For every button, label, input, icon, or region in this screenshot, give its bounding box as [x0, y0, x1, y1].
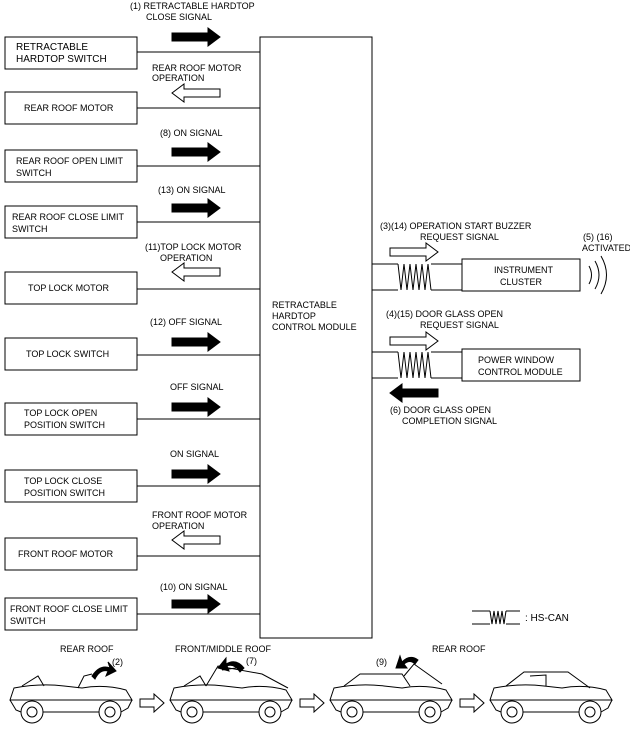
sequence-label: REAR ROOF — [432, 644, 486, 654]
component-top-lock-motor: TOP LOCK MOTOR — [4, 271, 138, 305]
completion-arrow-from-power-window — [389, 383, 439, 403]
buzzer-sound-icon — [588, 255, 607, 295]
signal-label: (12) OFF SIGNAL — [150, 317, 222, 327]
buzzer-status-label: (5) (16) — [583, 232, 613, 242]
signal-arrow-from-module — [171, 83, 221, 103]
buzzer-status-label: ACTIVATED — [582, 243, 630, 253]
car-illustration-step-4 — [489, 671, 613, 724]
signal-arrow-to-module — [171, 142, 221, 162]
component-label: FRONT ROOF CLOSE LIMIT — [10, 604, 128, 614]
control-module-box — [259, 36, 373, 639]
component-label: REAR ROOF CLOSE LIMIT — [12, 212, 125, 222]
signal-arrow-to-module — [171, 397, 221, 417]
component-top-lock-close-position-switch: TOP LOCK CLOSE POSITION SWITCH — [4, 469, 138, 503]
sequence-label: (2) — [112, 657, 123, 667]
signal-label: REQUEST SIGNAL — [420, 320, 499, 330]
component-label: TOP LOCK SWITCH — [26, 349, 109, 359]
hs-can-link-instrument-cluster — [372, 263, 462, 291]
sequence-next-arrow — [299, 693, 325, 713]
signal-label: (13) ON SIGNAL — [158, 185, 226, 195]
component-label: POSITION SWITCH — [24, 420, 105, 430]
signal-label: (6) DOOR GLASS OPEN — [390, 405, 491, 415]
component-rear-roof-motor: REAR ROOF MOTOR — [4, 91, 138, 125]
roof-motion-arrow — [217, 656, 245, 673]
signal-arrow-to-module — [171, 594, 221, 614]
component-power-window-control-module: POWER WINDOW CONTROL MODULE — [461, 348, 581, 382]
component-label: TOP LOCK OPEN — [24, 408, 97, 418]
component-front-roof-close-limit-switch: FRONT ROOF CLOSE LIMIT SWITCH — [4, 597, 138, 631]
component-label: REAR ROOF OPEN LIMIT — [16, 156, 124, 166]
component-label: SWITCH — [12, 224, 48, 234]
component-label: TOP LOCK CLOSE — [24, 476, 102, 486]
component-label: POSITION SWITCH — [24, 488, 105, 498]
signal-label: (8) ON SIGNAL — [160, 128, 223, 138]
signal-arrow-to-module — [171, 464, 221, 484]
control-module-label-line-2: HARDTOP — [272, 311, 316, 321]
component-rear-roof-open-limit-switch: REAR ROOF OPEN LIMIT SWITCH — [4, 149, 138, 183]
sequence-next-arrow — [459, 693, 485, 713]
signal-arrow-to-module — [171, 332, 221, 352]
signal-label: CLOSE SIGNAL — [146, 12, 212, 22]
control-module-label-line-3: CONTROL MODULE — [272, 322, 357, 332]
component-label: CONTROL MODULE — [478, 367, 563, 377]
component-top-lock-open-position-switch: TOP LOCK OPEN POSITION SWITCH — [4, 402, 138, 436]
sequence-label: (7) — [246, 656, 257, 666]
component-label: SWITCH — [16, 168, 52, 178]
signal-label: FRONT ROOF MOTOR — [152, 510, 248, 520]
signal-label: REQUEST SIGNAL — [420, 232, 499, 242]
component-front-roof-motor: FRONT ROOF MOTOR — [4, 537, 138, 571]
roof-motion-arrow — [395, 654, 419, 669]
car-illustration-step-1 — [9, 661, 133, 724]
car-illustration-step-3 — [329, 654, 453, 724]
signal-arrow-to-module — [171, 198, 221, 218]
signal-label: (11)TOP LOCK MOTOR — [145, 242, 242, 252]
signal-arrow-from-module — [171, 530, 221, 550]
signal-label: OPERATION — [152, 73, 204, 83]
component-label: SWITCH — [10, 616, 46, 626]
signal-label: (3)(14) OPERATION START BUZZER — [380, 221, 532, 231]
signal-label: REAR ROOF MOTOR — [152, 63, 242, 73]
signal-label: ON SIGNAL — [170, 449, 219, 459]
component-retractable-hardtop-switch: RETRACTABLE HARDTOP SWITCH — [4, 36, 138, 70]
signal-label: (4)(15) DOOR GLASS OPEN — [386, 309, 503, 319]
signal-arrow-from-module — [171, 262, 221, 282]
component-label: HARDTOP SWITCH — [16, 54, 107, 65]
signal-label: (1) RETRACTABLE HARDTOP — [130, 1, 255, 11]
request-arrow-to-cluster — [389, 242, 439, 262]
component-label: FRONT ROOF MOTOR — [18, 549, 114, 559]
component-label: CLUSTER — [500, 277, 543, 287]
signal-label: OFF SIGNAL — [170, 382, 224, 392]
sequence-label: FRONT/MIDDLE ROOF — [175, 644, 272, 654]
component-label: POWER WINDOW — [478, 355, 554, 365]
component-top-lock-switch: TOP LOCK SWITCH — [4, 337, 138, 371]
sequence-label: (9) — [376, 657, 387, 667]
car-sequence: REAR ROOF (2) FRONT/MIDDLE ROOF (7) — [9, 644, 613, 724]
component-label: TOP LOCK MOTOR — [28, 283, 110, 293]
legend-label: : HS-CAN — [525, 613, 569, 624]
hs-can-link-power-window — [372, 351, 462, 379]
signal-label: OPERATION — [160, 253, 212, 263]
roof-motion-arrow — [91, 661, 117, 680]
request-arrow-to-power-window — [389, 331, 439, 351]
component-label: REAR ROOF MOTOR — [24, 103, 114, 113]
component-label: INSTRUMENT — [494, 265, 553, 275]
sequence-next-arrow — [139, 693, 165, 713]
car-illustration-step-2 — [169, 656, 293, 724]
signal-label: OPERATION — [152, 521, 204, 531]
component-instrument-cluster: INSTRUMENT CLUSTER — [461, 258, 581, 292]
signal-label: COMPLETION SIGNAL — [402, 416, 497, 426]
sequence-label: REAR ROOF — [60, 644, 114, 654]
legend-hs-can: : HS-CAN — [472, 610, 569, 625]
signal-arrow-to-module — [171, 27, 221, 47]
component-label: RETRACTABLE — [16, 42, 88, 53]
signal-label: (10) ON SIGNAL — [160, 582, 228, 592]
control-module-label-line-1: RETRACTABLE — [272, 300, 337, 310]
component-rear-roof-close-limit-switch: REAR ROOF CLOSE LIMIT SWITCH — [4, 205, 138, 239]
